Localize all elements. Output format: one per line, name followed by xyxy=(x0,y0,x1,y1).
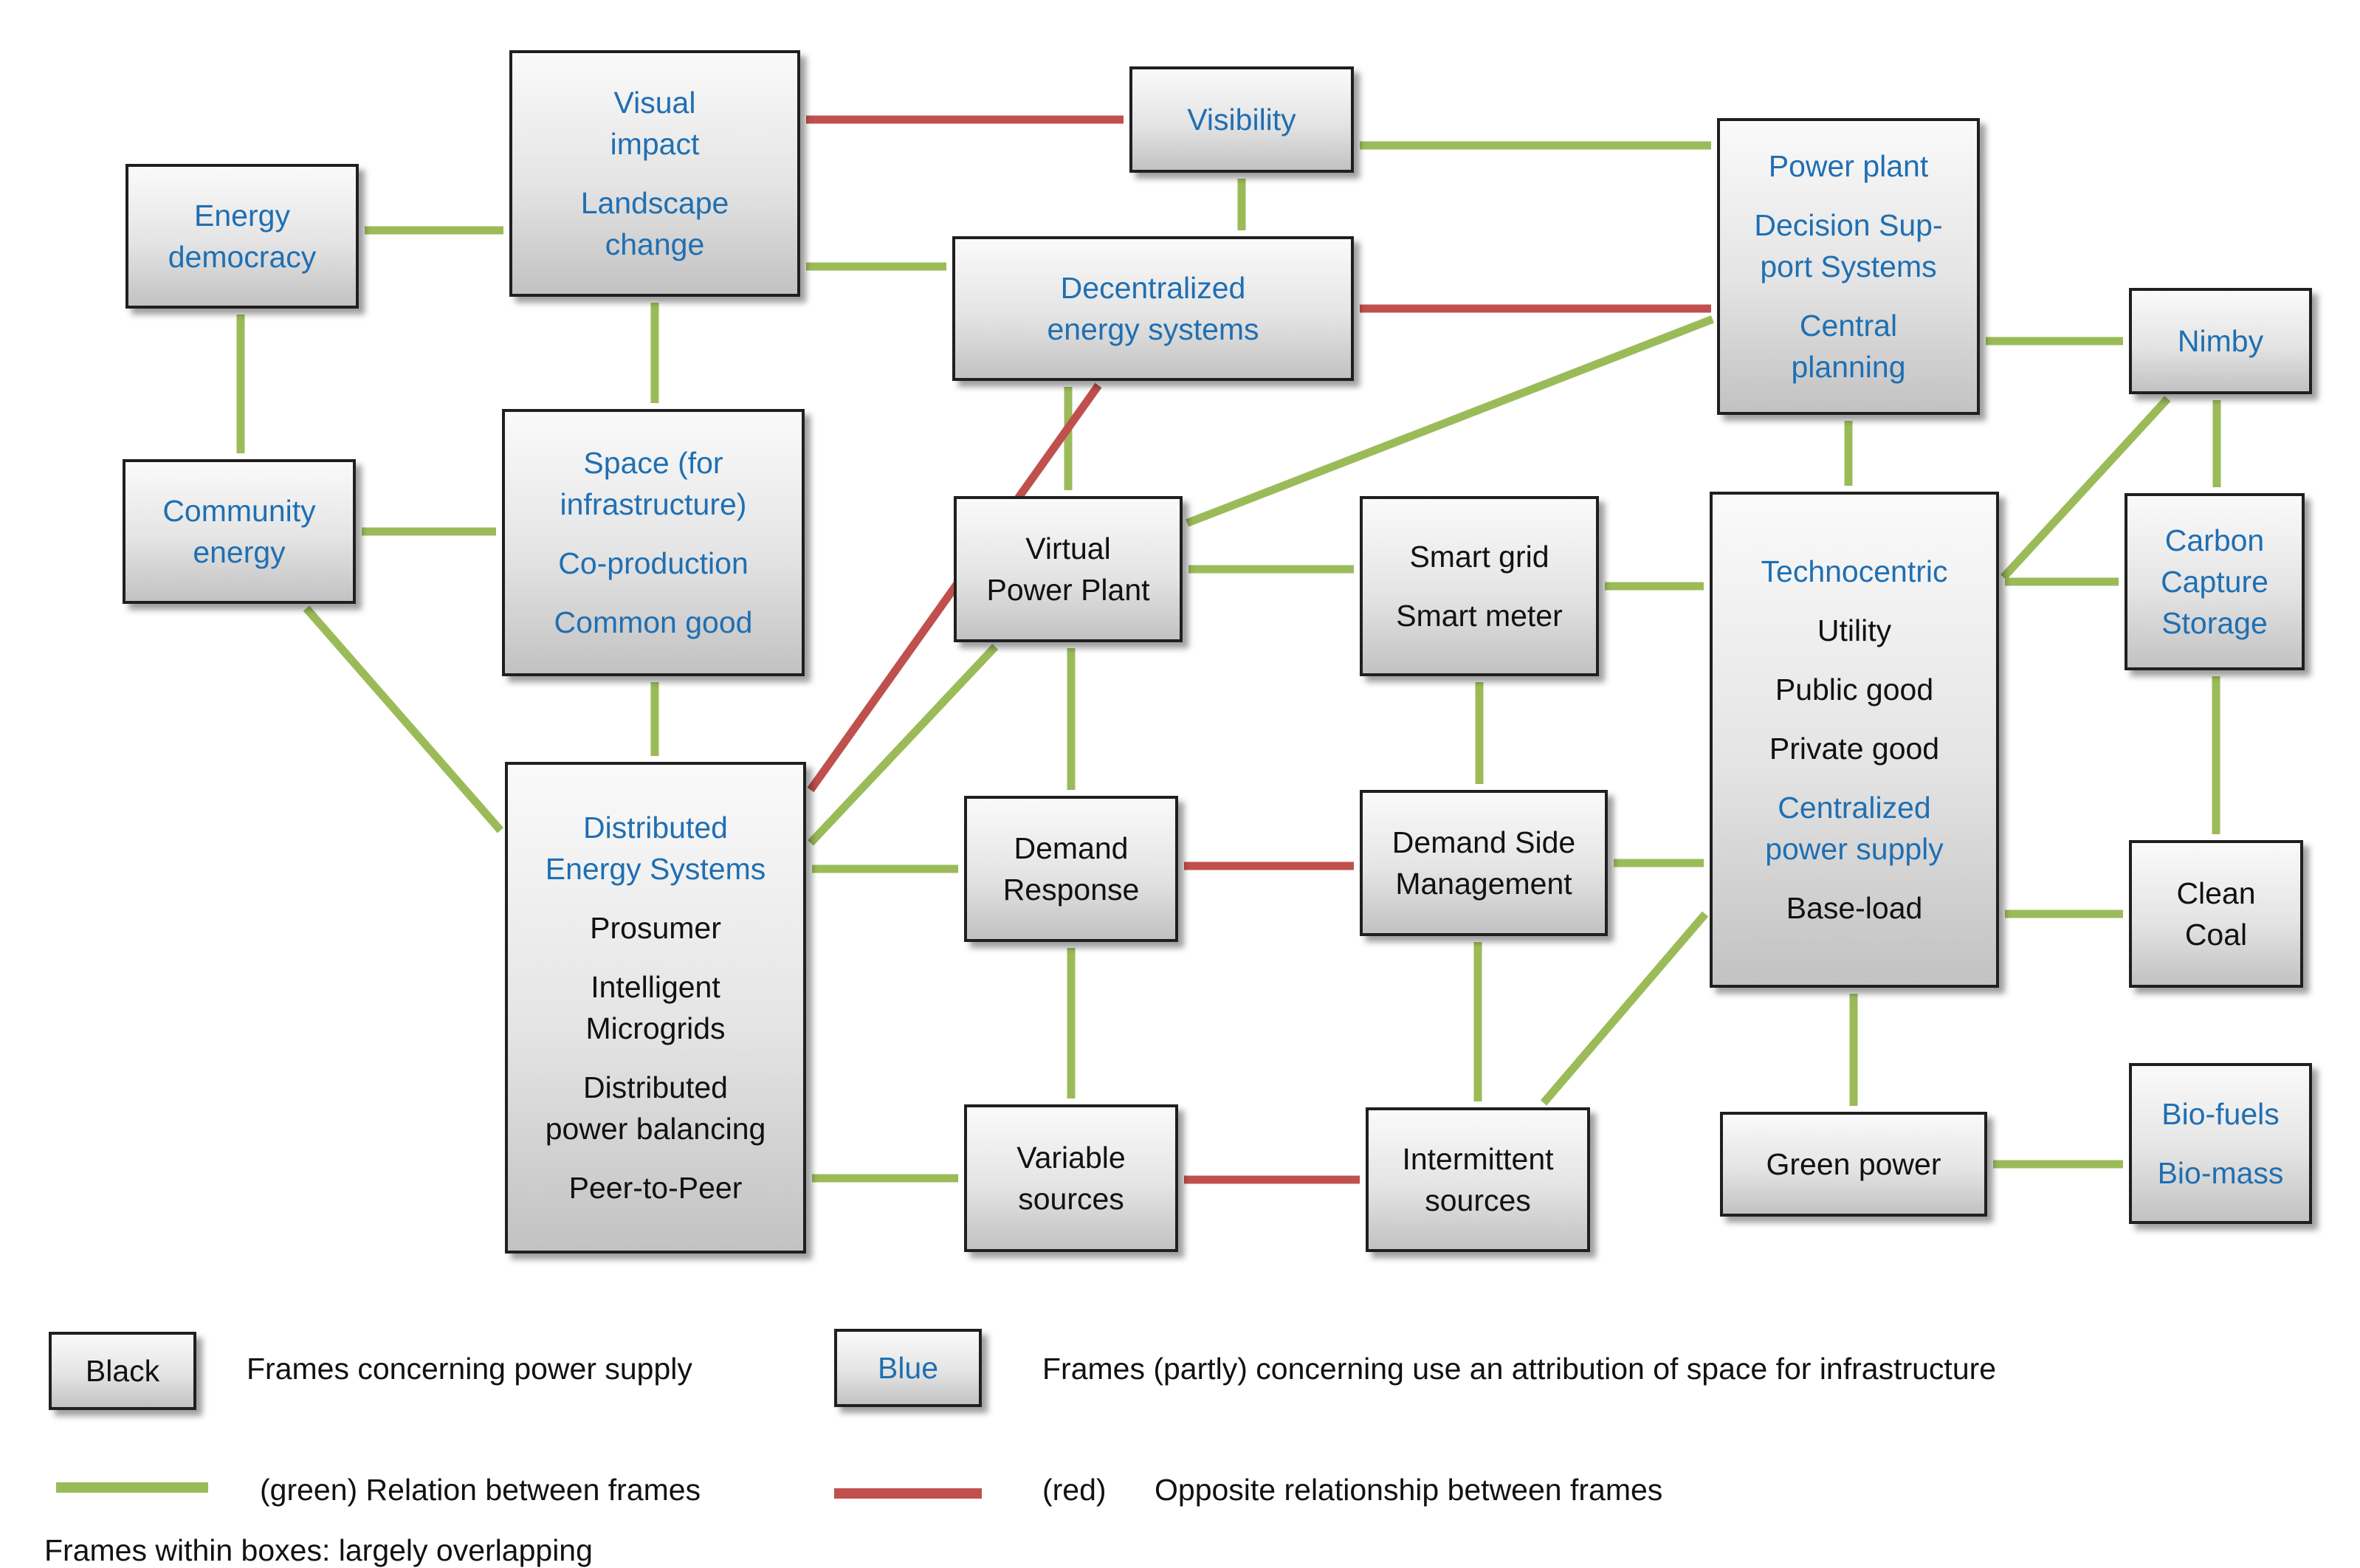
legend-footnote: Frames within boxes: largely overlapping xyxy=(44,1533,593,1567)
frame-text-line: sources xyxy=(1018,1182,1124,1216)
frame-text-line: Bio-fuels xyxy=(2161,1097,2280,1131)
frame-text-line: Distributed xyxy=(583,1070,728,1104)
frame-text-line: Distributed xyxy=(583,811,728,845)
frame-text-line: Intermittent xyxy=(1402,1142,1554,1176)
relation-edge-technocentric-to-nimby xyxy=(2000,396,2171,580)
frame-text-line: Green power xyxy=(1766,1147,1941,1181)
legend-red-prefix: (red) xyxy=(1042,1473,1107,1507)
legend-black-box: Black xyxy=(49,1332,196,1410)
frame-text-line: power balancing xyxy=(545,1112,766,1146)
frame-text-line: Coal xyxy=(2184,918,2248,952)
frame-text-line: Microgrids xyxy=(585,1011,726,1045)
frame-text-line: Power plant xyxy=(1768,149,1929,183)
frame-text-line: infrastructure) xyxy=(560,487,747,521)
frame-text-line: Prosumer xyxy=(590,911,721,945)
frame-text-line: democracy xyxy=(168,240,317,274)
frame-text-line: Energy Systems xyxy=(545,852,766,886)
legend-black-box-label: Black xyxy=(85,1353,160,1388)
frame-green-power: Green power xyxy=(1720,1112,1987,1217)
legend-blue-box: Blue xyxy=(834,1329,982,1407)
legend-black-description: Frames concerning power supply xyxy=(247,1352,692,1386)
frame-text-line: Carbon xyxy=(2164,523,2265,557)
frame-text-line: change xyxy=(605,227,705,261)
relation-edge-vpp-to-distributed xyxy=(807,644,999,846)
frame-text-line: Demand xyxy=(1014,831,1129,865)
frame-text-line: Common good xyxy=(554,605,753,639)
frame-text-line: Co-production xyxy=(558,546,749,580)
frame-text-line: Clean xyxy=(2176,876,2256,910)
frame-text-line: Storage xyxy=(2161,606,2268,640)
frame-text-line: Public good xyxy=(1775,673,1934,706)
legend-red-description: Opposite relationship between frames xyxy=(1155,1473,1663,1507)
frame-variable-sources: Variable sources xyxy=(964,1104,1178,1252)
frame-text-line: Base-load xyxy=(1786,891,1923,925)
frame-text-line: Smart grid xyxy=(1409,540,1549,574)
frame-text-line: energy xyxy=(193,535,286,569)
frame-text-line: Variable xyxy=(1016,1141,1126,1175)
frame-text-line: Decision Sup- xyxy=(1754,208,1943,242)
frame-text-line: Landscape xyxy=(580,186,729,220)
frame-text-line: port Systems xyxy=(1760,250,1937,283)
frame-text-line: Bio-mass xyxy=(2157,1156,2284,1190)
legend-blue-box-label: Blue xyxy=(877,1350,939,1385)
frame-community-energy: Community energy xyxy=(123,459,356,604)
frame-intermittent-sources: Intermittent sources xyxy=(1366,1107,1590,1252)
frame-text-line: impact xyxy=(610,127,700,161)
relation-edge-community-energy-to-distributed xyxy=(303,605,504,833)
frame-text-line: Capture xyxy=(2161,565,2268,599)
frame-text-line: Visibility xyxy=(1187,103,1296,137)
frame-text-line: Centralized xyxy=(1778,791,1931,825)
frame-text-line: Utility xyxy=(1817,613,1892,647)
frame-text-line: Energy xyxy=(194,199,290,233)
frame-text-line: Response xyxy=(1002,873,1140,907)
legend-blue-description: Frames (partly) concerning use an attrib… xyxy=(1042,1352,1997,1386)
frame-text-line: Central xyxy=(1799,309,1898,343)
frame-text-line: Decentralized xyxy=(1060,271,1246,305)
frame-text-line: Technocentric xyxy=(1761,554,1948,588)
relation-edge-vpp-to-power-plant xyxy=(1186,315,1714,527)
frame-decentralized-energy-systems: Decentralized energy systems xyxy=(952,236,1354,381)
frame-text-line: Nimby xyxy=(2177,324,2264,358)
legend-red-line xyxy=(834,1488,982,1499)
frame-text-line: Demand Side xyxy=(1391,825,1576,859)
frame-nimby: Nimby xyxy=(2129,288,2312,394)
frame-visibility: Visibility xyxy=(1129,66,1354,173)
frame-energy-democracy: Energy democracy xyxy=(125,164,359,309)
frame-text-line: Smart meter xyxy=(1396,599,1563,633)
frame-text-line: Community xyxy=(162,494,316,528)
frame-text-line: Private good xyxy=(1769,732,1940,766)
frame-text-line: Visual xyxy=(613,86,696,120)
relation-edge-intermittent-to-technocentric xyxy=(1540,911,1709,1106)
frame-text-line: Peer-to-Peer xyxy=(568,1171,743,1205)
frame-text-line: Intelligent xyxy=(591,970,720,1004)
frame-text-line: Space (for xyxy=(583,446,723,480)
frame-text-line: Management xyxy=(1395,867,1572,901)
frame-text-line: power supply xyxy=(1765,832,1944,866)
frame-text-line: Power Plant xyxy=(986,573,1150,607)
legend-green-description: (green) Relation between frames xyxy=(260,1473,701,1507)
legend-green-line xyxy=(56,1482,208,1493)
frame-text-line: planning xyxy=(1791,350,1906,384)
frame-text-line: sources xyxy=(1425,1183,1531,1217)
frame-text-line: energy systems xyxy=(1047,312,1259,346)
frame-text-line: Virtual xyxy=(1025,532,1111,565)
